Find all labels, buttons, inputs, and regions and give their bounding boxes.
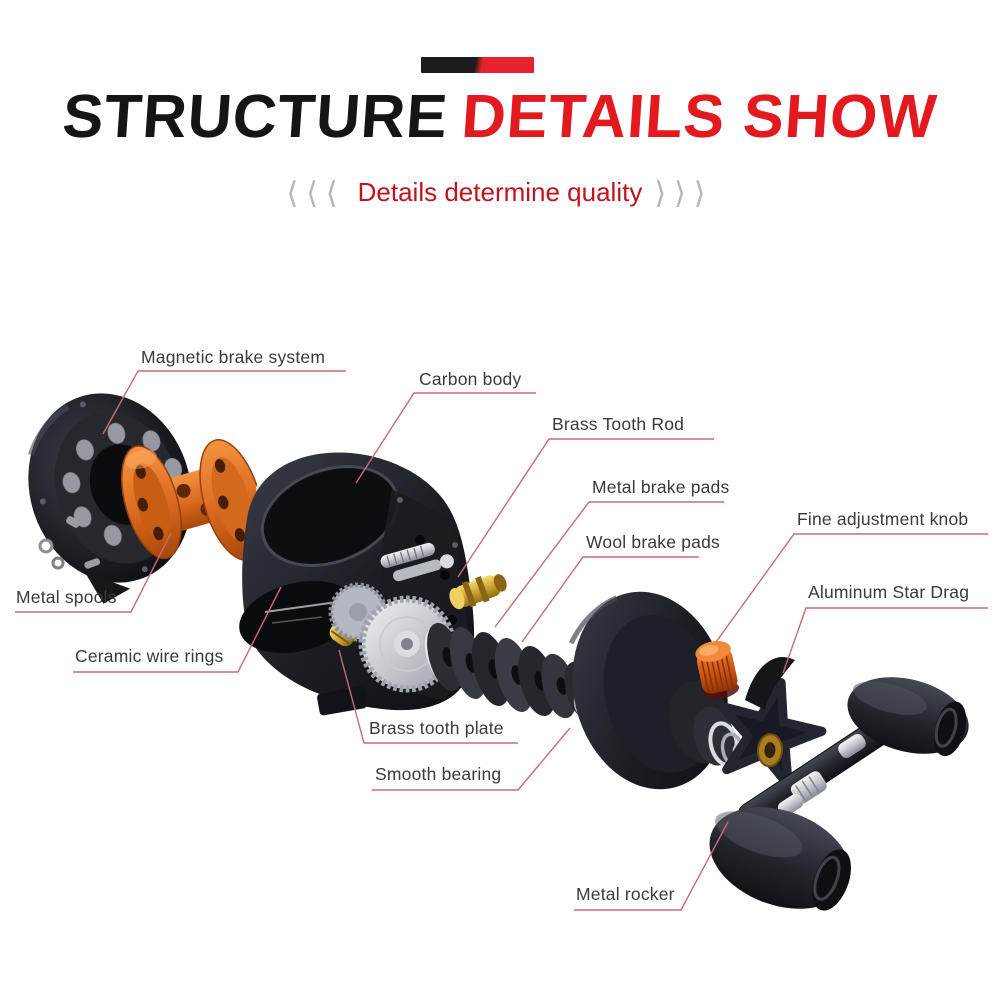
side-plate-illustration: [569, 591, 748, 790]
part-label-aluminum-star-drag: Aluminum Star Drag: [808, 582, 970, 602]
leader-aluminum-star-drag: [782, 607, 988, 674]
part-label-brass-tooth-plate: Brass tooth plate: [369, 718, 504, 738]
leader-metal-brake-pads: [494, 501, 724, 628]
part-label-magnetic-brake-system: Magnetic brake system: [141, 347, 326, 367]
spring-screws-illustration: [380, 542, 454, 582]
subtitle-text: Details determine quality: [357, 177, 643, 207]
accent-badge: [421, 57, 534, 73]
part-label-brass-tooth-rod: Brass Tooth Rod: [552, 414, 685, 434]
leader-carbon-body: [355, 392, 536, 484]
leader-smooth-bearing: [372, 727, 571, 791]
handle-knob-top-illustration: [847, 677, 969, 757]
leader-metal-spools: [15, 532, 172, 613]
leader-magnetic-brake-system: [102, 370, 346, 435]
fine-knob-illustration: [695, 640, 740, 700]
leader-brass-tooth-plate: [338, 649, 518, 744]
leader-lines: [15, 370, 988, 911]
part-label-smooth-bearing: Smooth bearing: [375, 764, 502, 784]
star-drag-illustration: [717, 678, 827, 790]
leader-metal-rocker: [574, 821, 729, 911]
part-label-ceramic-wire-rings: Ceramic wire rings: [75, 646, 224, 666]
brass-rod-illustration: [449, 574, 507, 610]
leader-ceramic-wire-rings: [73, 586, 282, 673]
part-label-metal-brake-pads: Metal brake pads: [592, 477, 730, 497]
chevrons-right-icon: ⟩⟩⟩: [654, 177, 714, 210]
part-label-wool-brake-pads: Wool brake pads: [586, 532, 721, 552]
brake-clips-illustration: [38, 516, 101, 570]
leader-fine-adjustment-knob: [715, 533, 988, 643]
clutch-lever-illustration: [745, 656, 795, 710]
leader-brass-tooth-rod: [457, 438, 714, 578]
drag-stack-illustration: [423, 622, 603, 719]
part-label-metal-spools: Metal spools: [16, 587, 117, 607]
chevrons-left-icon: ⟨⟨⟨: [286, 177, 346, 210]
handle-knob-bottom-illustration: [709, 807, 851, 911]
leader-wool-brake-pads: [521, 556, 699, 643]
part-label-metal-rocker: Metal rocker: [576, 884, 675, 904]
subtitle: ⟨⟨⟨ Details determine quality ⟩⟩⟩: [0, 176, 1000, 211]
part-label-fine-adjustment-knob: Fine adjustment knob: [797, 509, 969, 529]
handle-illustration: [709, 677, 969, 911]
part-label-carbon-body: Carbon body: [419, 369, 522, 389]
